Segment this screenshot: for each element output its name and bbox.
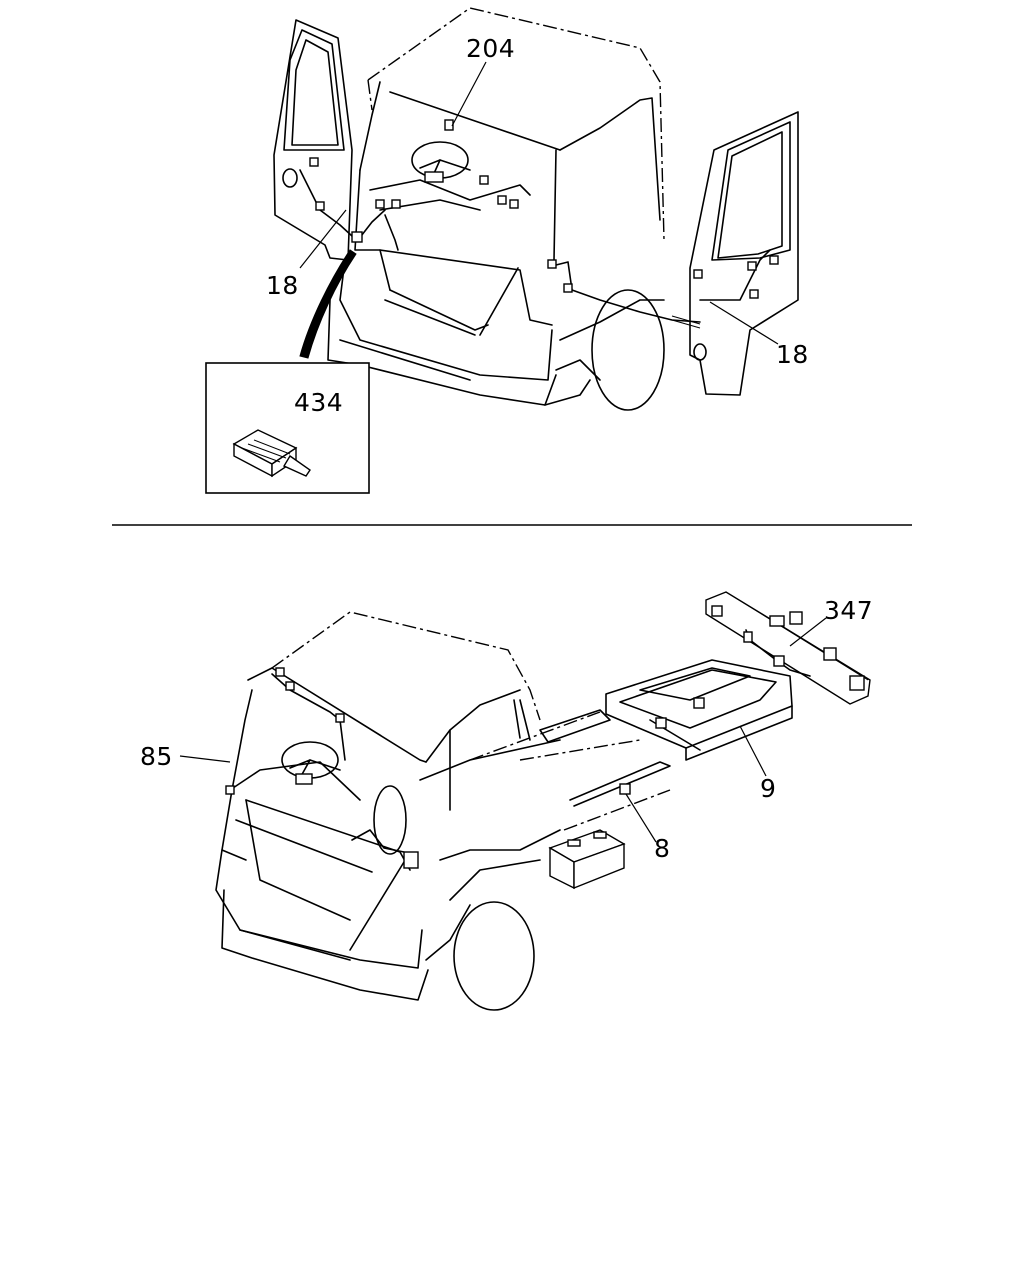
callout-204: 204 [466, 34, 516, 63]
callout-85: 85 [140, 742, 173, 771]
connector-inset [205, 362, 370, 494]
callout-18-right: 18 [776, 340, 809, 369]
callout-18-left: 18 [266, 271, 299, 300]
callout-434: 434 [294, 388, 344, 417]
bottom-cab-illustration [215, 591, 871, 1011]
callout-9: 9 [760, 774, 777, 803]
callout-8: 8 [654, 834, 671, 863]
top-cab-illustration [273, 7, 799, 411]
callout-347: 347 [824, 596, 874, 625]
